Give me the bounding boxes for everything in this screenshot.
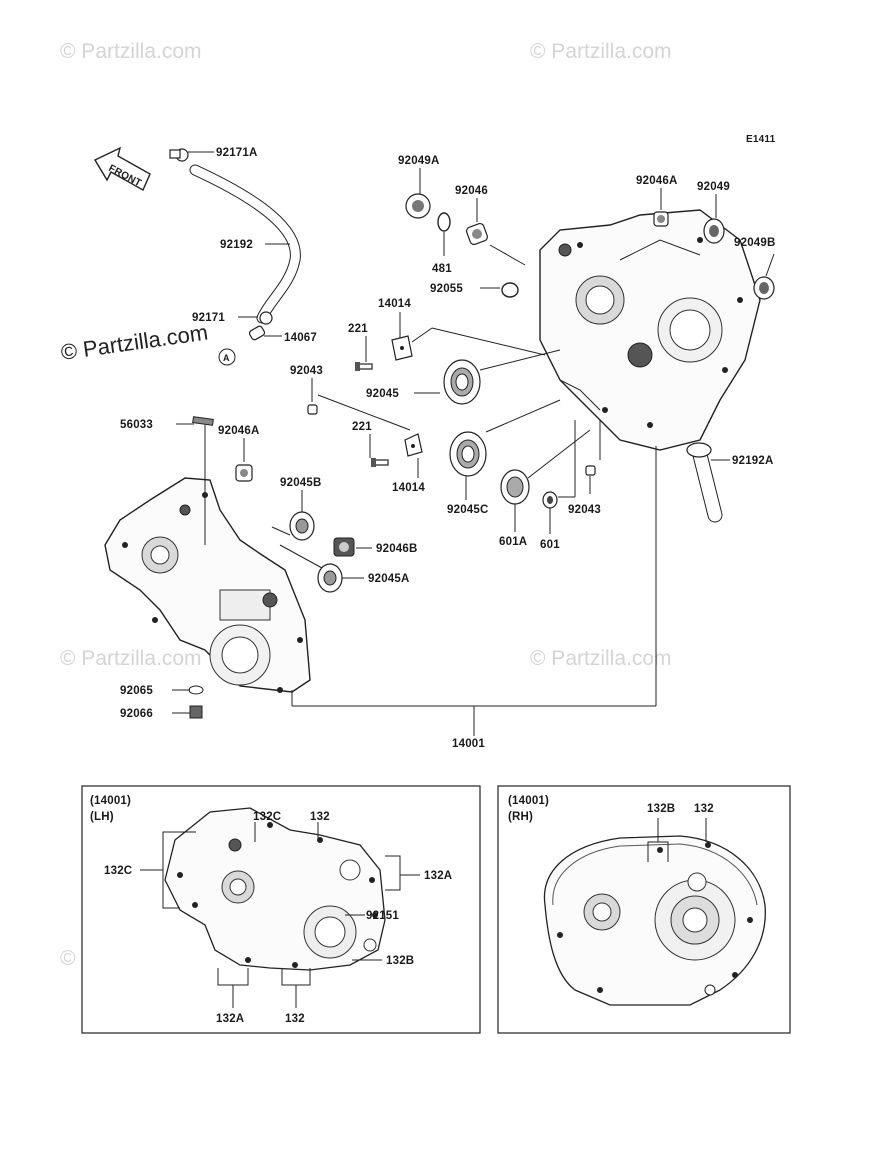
part-label: 92049 xyxy=(697,181,730,193)
watermark-main: © Partzilla.com xyxy=(59,320,209,365)
inset-ref: (14001) xyxy=(508,795,549,807)
part-label: 92192 xyxy=(220,239,253,251)
part-label: 92043 xyxy=(568,504,601,516)
inset-ref: (14001) xyxy=(90,795,131,807)
bolt-221-b xyxy=(371,458,389,467)
part-label: 92171 xyxy=(192,312,225,324)
dowel-92043-b xyxy=(585,465,596,476)
fitting-14067 xyxy=(248,325,266,341)
part-label: 92049B xyxy=(734,237,775,249)
inset-side: (LH) xyxy=(90,811,114,823)
bolt-label: 132A xyxy=(216,1013,244,1025)
part-label: 92066 xyxy=(120,708,153,720)
plate-14014-b xyxy=(404,433,423,457)
bolt-label: 132 xyxy=(285,1013,305,1025)
plug-92066 xyxy=(189,705,203,719)
snap-ring-481 xyxy=(437,212,451,232)
part-label: 92045 xyxy=(366,388,399,400)
part-label: 481 xyxy=(432,263,452,275)
diagram-code: E1411 xyxy=(746,134,776,145)
watermark: © Partzilla.com xyxy=(530,40,672,63)
ball-bearing-92045A xyxy=(317,563,343,593)
ball-bearing-92045C xyxy=(449,431,487,477)
part-label: 14014 xyxy=(378,298,411,310)
bolt-label: 132 xyxy=(310,811,330,823)
part-label: 221 xyxy=(348,323,368,335)
needle-bearing-92046B xyxy=(333,537,355,557)
ball-bearing-92045B xyxy=(289,511,315,541)
leader-lines xyxy=(172,151,775,736)
bolt-label: 92151 xyxy=(366,910,399,922)
ball-bearing-601A xyxy=(500,469,530,505)
bolt-221-a xyxy=(355,362,373,371)
crankcase-left-half xyxy=(104,477,311,693)
callout-a-circle: A xyxy=(218,348,236,366)
hose-92192 xyxy=(189,164,301,324)
part-label: 92043 xyxy=(290,365,323,377)
ball-bearing-92045 xyxy=(443,359,481,405)
part-label: 92046A xyxy=(636,175,677,187)
part-label: 221 xyxy=(352,421,372,433)
part-label: 92045A xyxy=(368,573,409,585)
part-label: 92171A xyxy=(216,147,257,159)
part-label: 14001 xyxy=(452,738,485,750)
bolt-label: 132B xyxy=(647,803,675,815)
svg-text:A: A xyxy=(223,353,230,363)
watermark: © Partzilla.com xyxy=(60,40,202,63)
part-label: 92192A xyxy=(732,455,773,467)
part-label: 92046 xyxy=(455,185,488,197)
needle-bearing-92046A-top xyxy=(653,211,669,227)
part-label: 92065 xyxy=(120,685,153,697)
part-label: 56033 xyxy=(120,419,153,431)
bolt-label: 132B xyxy=(386,955,414,967)
part-label: 92055 xyxy=(430,283,463,295)
ball-bearing-601 xyxy=(542,491,558,509)
oil-seal-92049 xyxy=(703,218,725,244)
o-ring-92055 xyxy=(501,282,519,298)
hose-92192A xyxy=(686,442,723,523)
dowel-92043-a xyxy=(307,404,318,415)
inset-rh: (14001) (RH) 132B 132 xyxy=(497,785,791,1034)
needle-bearing-92046 xyxy=(465,222,489,246)
part-label: 14067 xyxy=(284,332,317,344)
part-label: 601 xyxy=(540,539,560,551)
part-label: 601A xyxy=(499,536,527,548)
part-label: 92045C xyxy=(447,504,488,516)
part-label: 92049A xyxy=(398,155,439,167)
plate-14014-a xyxy=(391,335,413,361)
inset-lh: (14001) (LH) 132C 132 132C 132A 92151 13… xyxy=(81,785,481,1034)
bolt-label: 132 xyxy=(694,803,714,815)
needle-bearing-92046A-left xyxy=(235,464,253,482)
watermark: © Partzilla.com xyxy=(530,647,672,670)
part-label: 14014 xyxy=(392,482,425,494)
label-56033 xyxy=(192,416,214,426)
bolt-label: 132A xyxy=(424,870,452,882)
front-arrow-icon: FRONT xyxy=(94,146,151,191)
bolt-label: 132C xyxy=(253,811,281,823)
part-label: 92046B xyxy=(376,543,417,555)
washer-92065 xyxy=(188,685,204,695)
clamp-92171A xyxy=(169,148,189,162)
bolt-label: 132C xyxy=(104,865,132,877)
bearing-92049A xyxy=(405,193,431,219)
oil-seal-92049B xyxy=(753,276,775,300)
clamp-92171 xyxy=(259,311,273,325)
inset-side: (RH) xyxy=(508,811,533,823)
crankcase-right-half xyxy=(539,209,761,451)
part-label: 92045B xyxy=(280,477,321,489)
watermark: © Partzilla.com xyxy=(60,647,202,670)
part-label: 92046A xyxy=(218,425,259,437)
